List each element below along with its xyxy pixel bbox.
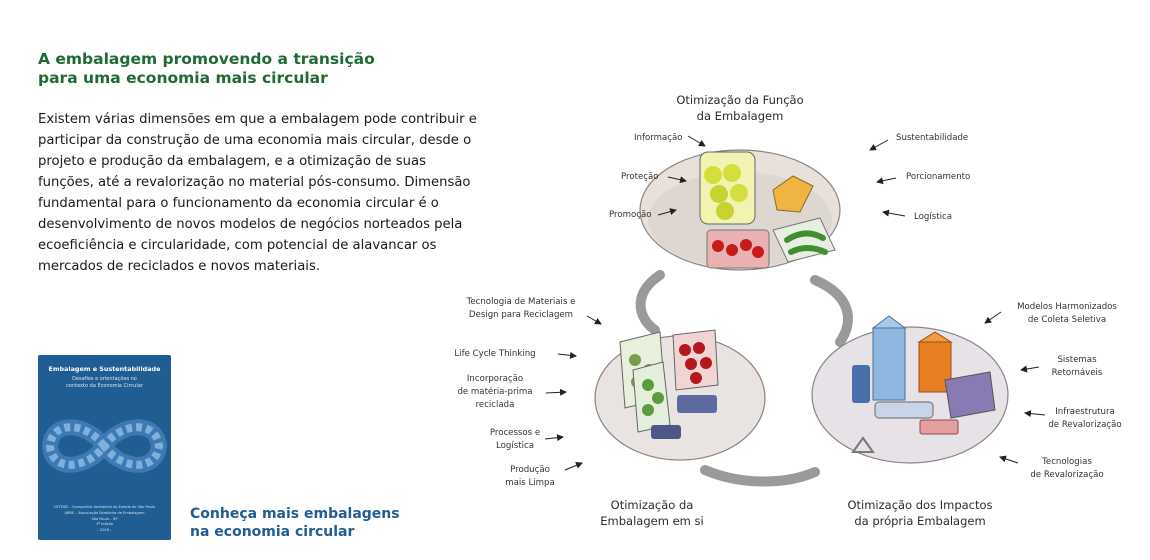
- book-cover-subtitle-line-2: contexto da Economia Circular: [66, 383, 143, 389]
- book-cover-footer-line-1: CETESB – Companhia Ambiental do Estado d…: [53, 505, 156, 510]
- arrow-life-cycle: [557, 351, 577, 359]
- arrow-processos: [544, 434, 564, 442]
- arrow-informacao: [687, 135, 706, 147]
- label-producao-l2: mais Limpa: [505, 478, 555, 488]
- learn-more-link[interactable]: Conheça mais embalagens na economia circ…: [190, 505, 400, 541]
- learn-more-line-1: Conheça mais embalagens: [190, 506, 400, 522]
- book-cover[interactable]: Embalagem e Sustentabilidade Desafios e …: [38, 355, 171, 540]
- arrow-modelos-harmonizados: [984, 311, 1002, 324]
- arrow-protecao: [667, 176, 687, 184]
- label-logistica: Logística: [914, 212, 952, 222]
- label-infraestrutura-l2: de Revalorização: [1048, 420, 1121, 430]
- circular-economy-diagram: Otimização da Função da Embalagem Otimiz…: [455, 93, 1122, 528]
- label-sistemas-l1: Sistemas: [1057, 355, 1097, 365]
- arrow-sistemas: [1020, 365, 1040, 373]
- label-modelos-harmonizados-l2: de Coleta Seletiva: [1028, 315, 1106, 325]
- label-sistemas-l2: Retornáveis: [1052, 368, 1103, 378]
- left-title-line-2: Embalagem em si: [600, 514, 703, 528]
- loop-arrow-right: [810, 275, 853, 347]
- label-incorporacao-l2: de matéria-prima: [457, 386, 532, 397]
- arrow-tecnologias: [999, 455, 1019, 464]
- intro-paragraph: Existem várias dimensões em que a embala…: [38, 112, 477, 274]
- label-incorporacao-l1: Incorporação: [467, 374, 523, 384]
- loop-arrow-bottom: [700, 465, 820, 487]
- book-cover-footer-line-4: 1ª edição: [96, 522, 113, 527]
- label-sustentabilidade: Sustentabilidade: [896, 133, 968, 143]
- label-life-cycle: Life Cycle Thinking: [455, 349, 536, 359]
- arrow-sustentabilidade: [869, 139, 889, 151]
- packaging-itself-illustration: [594, 329, 766, 461]
- package-impacts-illustration: [811, 315, 1009, 464]
- label-modelos-harmonizados-l1: Modelos Harmonizados: [1017, 302, 1117, 312]
- label-producao-l1: Produção: [510, 465, 550, 475]
- book-cover-footer-line-2: ABRE – Associação Brasileira de Embalage…: [64, 510, 145, 515]
- top-title-line-1: Otimização da Função: [676, 93, 803, 107]
- book-cover-subtitle-line-1: Desafios e orientações no: [72, 376, 137, 382]
- label-tecnologias-l2: de Revalorização: [1030, 470, 1103, 480]
- loop-arrow-left: [635, 270, 665, 335]
- label-protecao: Proteção: [621, 172, 659, 182]
- book-cover-footer-line-3: São Paulo – SP: [91, 516, 118, 521]
- arrow-producao: [564, 462, 583, 471]
- arrow-porcionamento: [876, 177, 897, 185]
- book-cover-footer-line-5: – 2018 –: [96, 528, 113, 533]
- right-title-line-1: Otimização dos Impactos: [847, 498, 992, 512]
- function-optimization-illustration: [639, 149, 841, 271]
- label-promocao: Promoção: [609, 210, 652, 220]
- heading-line-1: A embalagem promovendo a transição: [38, 50, 375, 68]
- book-cover-subtitle: Desafios e orientações no contexto da Ec…: [48, 376, 161, 390]
- top-title-line-2: da Embalagem: [697, 109, 784, 123]
- label-tecnologia-materiais-l1: Tecnologia de Materiais e: [466, 297, 576, 307]
- book-cover-title: Embalagem e Sustentabilidade: [48, 365, 161, 373]
- infinity-loop-icon: [41, 419, 168, 473]
- label-incorporacao-l3: reciclada: [476, 400, 515, 410]
- learn-more-line-2: na economia circular: [190, 524, 355, 540]
- label-informacao: Informação: [634, 133, 683, 143]
- right-title-line-2: da própria Embalagem: [854, 514, 985, 528]
- arrow-tecnologia-materiais: [586, 315, 602, 325]
- label-porcionamento: Porcionamento: [906, 172, 970, 182]
- arrow-promocao: [657, 208, 677, 216]
- arrow-logistica: [882, 209, 906, 217]
- heading-line-2: para uma economia mais circular: [38, 69, 328, 87]
- label-processos-l2: Logística: [496, 441, 534, 451]
- book-cover-footer: CETESB – Companhia Ambiental do Estado d…: [44, 505, 165, 534]
- label-tecnologia-materiais-l2: Design para Reciclagem: [469, 310, 573, 320]
- arrow-incorporacao: [545, 388, 567, 396]
- label-processos-l1: Processos e: [490, 428, 540, 438]
- label-tecnologias-l1: Tecnologias: [1041, 457, 1092, 467]
- label-infraestrutura-l1: Infraestrutura: [1055, 407, 1115, 417]
- arrow-infraestrutura: [1024, 410, 1046, 418]
- left-title-line-1: Otimização da: [611, 498, 694, 512]
- section-heading: A embalagem promovendo a transição para …: [38, 50, 458, 88]
